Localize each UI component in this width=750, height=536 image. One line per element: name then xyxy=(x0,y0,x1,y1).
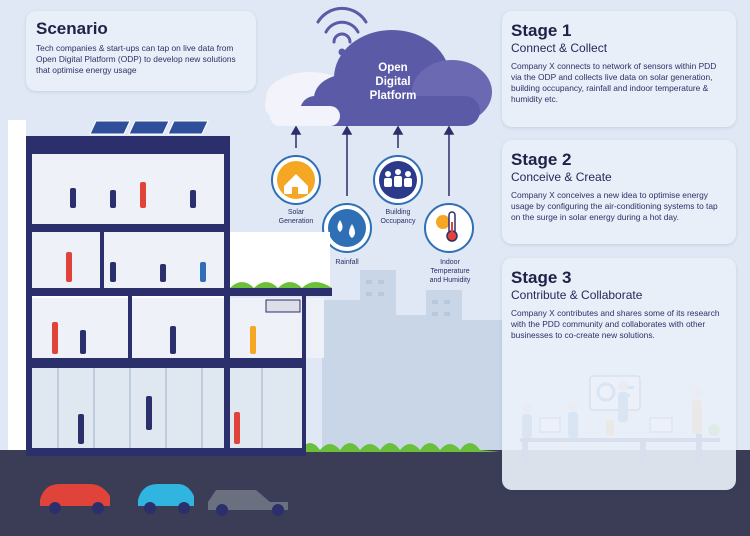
data-arrows xyxy=(290,125,455,196)
cloud-shape xyxy=(265,30,492,126)
stage-2-title: Stage 2 xyxy=(511,150,572,169)
stage-2-subtitle: Conceive & Create xyxy=(511,170,612,184)
temperature-label-line1: Indoor xyxy=(440,259,460,266)
stage-3-text: Company X contributes and shares some of… xyxy=(511,308,720,340)
thermometer-icon xyxy=(424,203,474,253)
stage-1-title: Stage 1 xyxy=(511,21,572,40)
scenario-title: Scenario xyxy=(36,19,108,38)
sun-house-icon xyxy=(271,155,321,205)
temperature-label-line3: and Humidity xyxy=(429,277,471,284)
parked-cars xyxy=(40,484,288,516)
occupancy-label-line2: Occupancy xyxy=(380,218,416,225)
stage-2-text: Company X conceives a new idea to optimi… xyxy=(511,190,718,222)
stage-1-card: Stage 1 Connect & Collect Company X conn… xyxy=(502,11,736,127)
skyline-windows xyxy=(366,280,450,316)
solar-label-line1: Solar xyxy=(287,209,305,216)
building-occupancy-label: Building Occupancy xyxy=(372,208,424,226)
cloud-label-line3: Platform xyxy=(369,90,417,102)
stage-3-subtitle: Contribute & Collaborate xyxy=(511,288,643,302)
temperature-label-line2: Temperature xyxy=(430,268,470,275)
stage-3-card: Stage 3 Contribute & Collaborate Company… xyxy=(502,258,736,490)
scenario-text: Tech companies & start-ups can tap on li… xyxy=(36,43,236,75)
raindrops-icon xyxy=(322,203,372,253)
office-people xyxy=(52,182,256,444)
cloud-label-line2: Digital xyxy=(375,76,411,88)
stage-1-text: Company X connects to network of sensors… xyxy=(511,61,717,104)
solar-panels xyxy=(89,120,209,135)
stage-3-title: Stage 3 xyxy=(511,268,572,287)
stage-1-subtitle: Connect & Collect xyxy=(511,41,608,55)
grass xyxy=(300,443,500,452)
occupancy-label-line1: Building xyxy=(385,209,411,216)
indoor-temperature-label: Indoor Temperature and Humidity xyxy=(420,258,480,285)
crowd-icon xyxy=(373,155,423,205)
solar-generation-label: Solar Generation xyxy=(270,208,322,226)
cloud-label: Open Digital Platform xyxy=(340,61,446,103)
scenario-card: Scenario Tech companies & start-ups can … xyxy=(26,11,256,91)
office-building xyxy=(8,120,332,456)
rainfall-label-line1: Rainfall xyxy=(335,259,359,266)
rainfall-label: Rainfall xyxy=(321,258,373,267)
stage-2-card: Stage 2 Conceive & Create Company X conc… xyxy=(502,140,736,244)
wifi-icon xyxy=(316,6,368,44)
solar-label-line2: Generation xyxy=(278,218,314,225)
cloud-label-line1: Open xyxy=(378,62,408,74)
